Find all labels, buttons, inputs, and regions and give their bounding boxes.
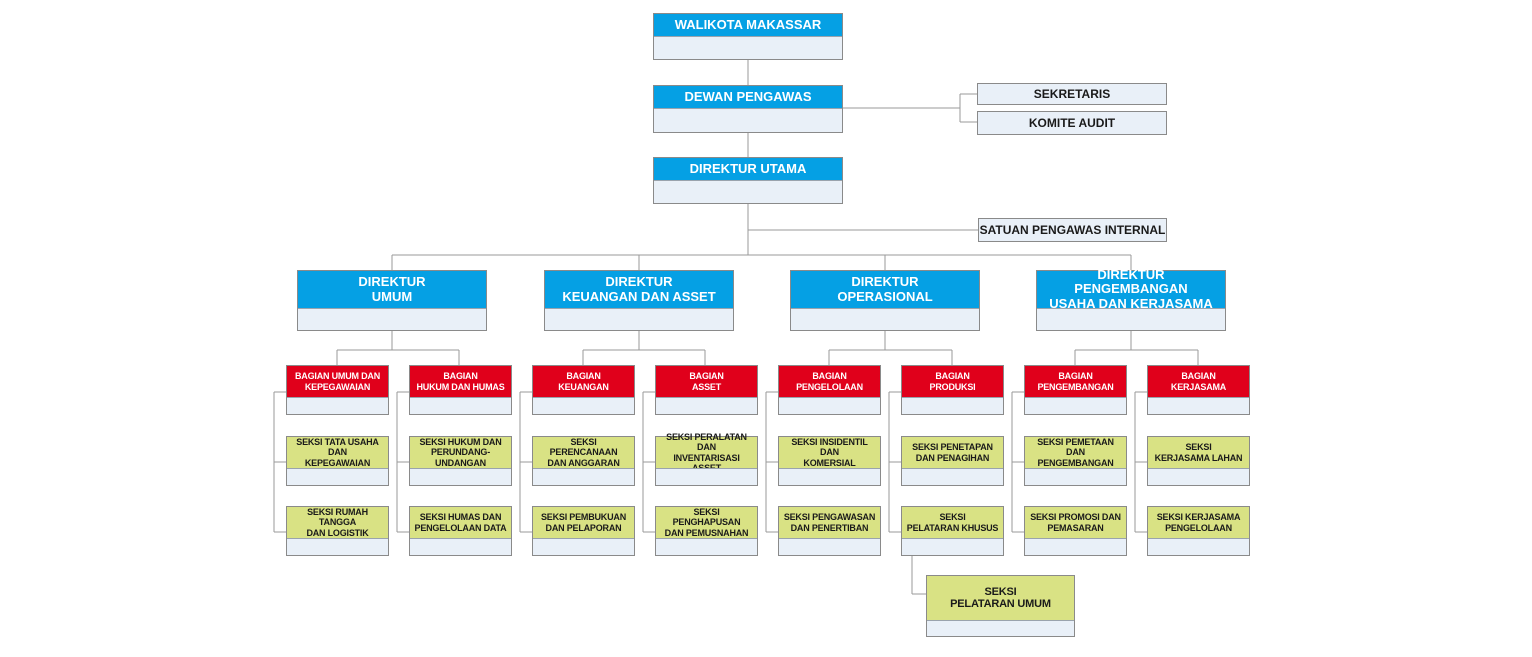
seksi-box: SEKSI PENGAWASAN DAN PENERTIBAN: [778, 506, 881, 556]
director-box: DIREKTUR KEUANGAN DAN ASSET: [544, 270, 734, 331]
sekretaris-box: SEKRETARIS: [977, 83, 1167, 105]
seksi-box: SEKSI TATA USAHA DAN KEPEGAWAIAN: [286, 436, 389, 486]
director-label: DIREKTUR OPERASIONAL: [791, 271, 979, 308]
seksi-label: SEKSI PERENCANAAN DAN ANGGARAN: [533, 437, 634, 468]
seksi-box: SEKSI HUKUM DAN PERUNDANG-UNDANGAN: [409, 436, 512, 486]
seksi-box: SEKSI KERJASAMA LAHAN: [1147, 436, 1250, 486]
seksi-label: SEKSI RUMAH TANGGA DAN LOGISTIK: [287, 507, 388, 538]
bagian-box: BAGIAN ASSET: [655, 365, 758, 415]
seksi-label: SEKSI PENETAPAN DAN PENAGIHAN: [902, 437, 1003, 468]
satuan-pengawas-internal-box: SATUAN PENGAWAS INTERNAL: [978, 218, 1167, 242]
bagian-label: BAGIAN ASSET: [656, 366, 757, 397]
bagian-box: BAGIAN UMUM DAN KEPEGAWAIAN: [286, 365, 389, 415]
bagian-box: BAGIAN PENGELOLAAN: [778, 365, 881, 415]
bagian-box: BAGIAN HUKUM DAN HUMAS: [409, 365, 512, 415]
bagian-label: BAGIAN HUKUM DAN HUMAS: [410, 366, 511, 397]
direktur-utama-label: DIREKTUR UTAMA: [654, 158, 842, 180]
seksi-label: SEKSI TATA USAHA DAN KEPEGAWAIAN: [287, 437, 388, 468]
dewan-pengawas-label: DEWAN PENGAWAS: [654, 86, 842, 108]
seksi-label: SEKSI PENGHAPUSAN DAN PEMUSNAHAN: [656, 507, 757, 538]
bagian-label: BAGIAN PENGEMBANGAN: [1025, 366, 1126, 397]
seksi-label: SEKSI PROMOSI DAN PEMASARAN: [1025, 507, 1126, 538]
seksi-label: SEKSI KERJASAMA LAHAN: [1148, 437, 1249, 468]
seksi-box: SEKSI PENGHAPUSAN DAN PEMUSNAHAN: [655, 506, 758, 556]
seksi-label: SEKSI PELATARAN KHUSUS: [902, 507, 1003, 538]
seksi-label: SEKSI PENGAWASAN DAN PENERTIBAN: [779, 507, 880, 538]
seksi-label: SEKSI HUKUM DAN PERUNDANG-UNDANGAN: [410, 437, 511, 468]
bagian-box: BAGIAN PRODUKSI: [901, 365, 1004, 415]
director-label: DIREKTUR PENGEMBANGAN USAHA DAN KERJASAM…: [1037, 267, 1225, 311]
seksi-label: SEKSI KERJASAMA PENGELOLAAN: [1148, 507, 1249, 538]
seksi-box: SEKSI HUMAS DAN PENGELOLAAN DATA: [409, 506, 512, 556]
bagian-box: BAGIAN KEUANGAN: [532, 365, 635, 415]
seksi-box: SEKSI PELATARAN KHUSUS: [901, 506, 1004, 556]
seksi-box: SEKSI RUMAH TANGGA DAN LOGISTIK: [286, 506, 389, 556]
bagian-label: BAGIAN KERJASAMA: [1148, 366, 1249, 397]
seksi-box: SEKSI PEMETAAN DAN PENGEMBANGAN: [1024, 436, 1127, 486]
seksi-label: SEKSI PELATARAN UMUM: [927, 576, 1074, 620]
director-box: DIREKTUR UMUM: [297, 270, 487, 331]
seksi-label: SEKSI PEMBUKUAN DAN PELAPORAN: [533, 507, 634, 538]
walikota-label: WALIKOTA MAKASSAR: [654, 14, 842, 36]
director-label: DIREKTUR UMUM: [298, 271, 486, 308]
bagian-label: BAGIAN KEUANGAN: [533, 366, 634, 397]
seksi-box: SEKSI KERJASAMA PENGELOLAAN: [1147, 506, 1250, 556]
seksi-box: SEKSI PERENCANAAN DAN ANGGARAN: [532, 436, 635, 486]
director-label: DIREKTUR KEUANGAN DAN ASSET: [545, 271, 733, 308]
walikota-box: WALIKOTA MAKASSAR: [653, 13, 843, 60]
bagian-label: BAGIAN UMUM DAN KEPEGAWAIAN: [287, 366, 388, 397]
seksi-label: SEKSI PEMETAAN DAN PENGEMBANGAN: [1025, 437, 1126, 468]
direktur-utama-box: DIREKTUR UTAMA: [653, 157, 843, 204]
seksi-box: SEKSI PENETAPAN DAN PENAGIHAN: [901, 436, 1004, 486]
bagian-label: BAGIAN PENGELOLAAN: [779, 366, 880, 397]
seksi-box: SEKSI PEMBUKUAN DAN PELAPORAN: [532, 506, 635, 556]
seksi-pelataran-umum-box: SEKSI PELATARAN UMUM: [926, 575, 1075, 637]
seksi-label: SEKSI HUMAS DAN PENGELOLAAN DATA: [410, 507, 511, 538]
seksi-label: SEKSI PERALATAN DAN INVENTARISASI ASSET: [656, 432, 757, 473]
seksi-box: SEKSI PROMOSI DAN PEMASARAN: [1024, 506, 1127, 556]
seksi-label: SEKSI INSIDENTIL DAN KOMERSIAL: [779, 437, 880, 468]
director-box: DIREKTUR PENGEMBANGAN USAHA DAN KERJASAM…: [1036, 267, 1226, 331]
seksi-box: SEKSI PERALATAN DAN INVENTARISASI ASSET: [655, 432, 758, 486]
director-box: DIREKTUR OPERASIONAL: [790, 270, 980, 331]
bagian-label: BAGIAN PRODUKSI: [902, 366, 1003, 397]
bagian-box: BAGIAN KERJASAMA: [1147, 365, 1250, 415]
bagian-box: BAGIAN PENGEMBANGAN: [1024, 365, 1127, 415]
seksi-box: SEKSI INSIDENTIL DAN KOMERSIAL: [778, 436, 881, 486]
dewan-pengawas-box: DEWAN PENGAWAS: [653, 85, 843, 133]
komite-audit-box: KOMITE AUDIT: [977, 111, 1167, 135]
